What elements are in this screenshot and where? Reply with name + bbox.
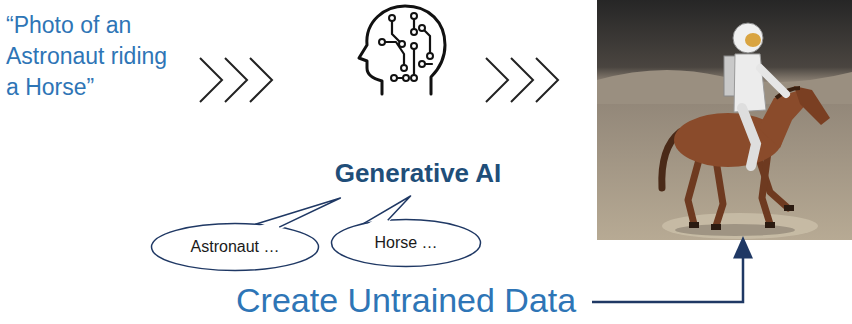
leader-arrow <box>592 246 743 302</box>
ai-head-icon <box>359 6 445 94</box>
speech-bubble: Astronaut … <box>150 222 320 272</box>
chevrons <box>200 58 272 102</box>
speech-bubble: Horse … <box>330 218 482 268</box>
prompt-text: “Photo of an Astronaut riding a Horse” <box>6 10 182 103</box>
model-label: Generative AI <box>298 158 538 188</box>
bubble-text: Horse … <box>374 234 437 252</box>
astronaut-horse-photo <box>597 0 852 240</box>
chevrons <box>486 58 558 102</box>
caption-text: Create Untrained Data <box>236 281 596 319</box>
bubble-text: Astronaut … <box>191 238 280 256</box>
